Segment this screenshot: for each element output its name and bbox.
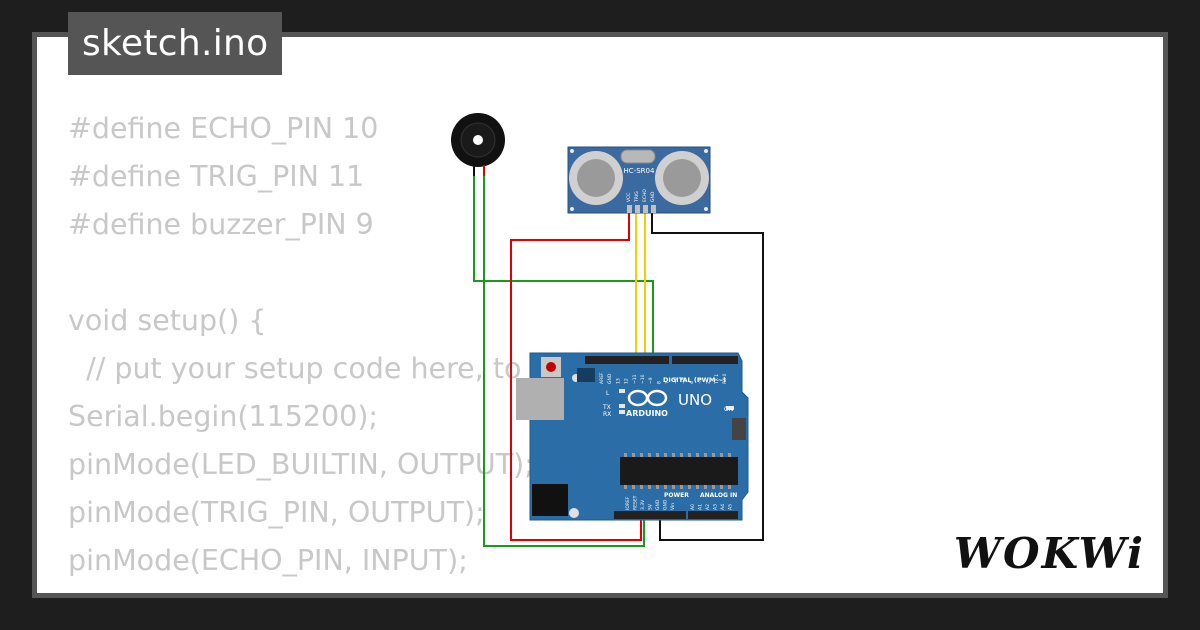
pin-label: RESET — [633, 495, 639, 510]
code-line: pinMode(buzzer_PIN, OUTPUT); — [68, 585, 666, 593]
pin-label: GND — [663, 499, 669, 510]
pin-label: GND — [655, 499, 661, 510]
pin-label: ~11 — [632, 374, 638, 384]
board-brand: ARDUINO — [626, 409, 668, 418]
wire-vcc — [510, 212, 642, 541]
analog-label: ANALOG IN — [700, 492, 737, 499]
file-tab[interactable]: sketch.ino — [68, 12, 283, 75]
pin-label: 12 — [624, 378, 630, 384]
pin-label: 5V — [648, 503, 654, 510]
pin-label: ~10 — [640, 374, 646, 384]
header-top-right — [672, 356, 738, 364]
preview-card: #define ECHO_PIN 10 #define TRIG_PIN 11 #d… — [37, 37, 1163, 593]
pin-label: 3.3V — [640, 499, 646, 510]
pin-label: 13 — [615, 378, 621, 384]
pin-label: A3 — [713, 504, 719, 510]
pin-label: ~9 — [648, 377, 654, 384]
rx-label: RX — [603, 411, 611, 418]
power-jack — [532, 484, 568, 516]
code-line: #define buzzer_PIN 9 — [68, 208, 374, 241]
code-line: #define ECHO_PIN 10 — [68, 112, 379, 145]
arduino-uno[interactable]: ARDUINO UNO DIGITAL (PWM ~) POWER ANALOG… — [516, 352, 749, 521]
ultrasonic-sensor[interactable]: HC-SR04 VCC TRIG ECHO GND — [567, 146, 711, 214]
sensor-pins — [627, 205, 656, 213]
l-label: L — [606, 390, 610, 397]
pin-label: RX 0 — [722, 373, 728, 384]
pin-label: ~3 — [697, 377, 703, 384]
wires — [473, 172, 764, 547]
on-label: ON — [724, 406, 733, 413]
buzzer[interactable] — [451, 113, 505, 176]
pin-label: A5 — [728, 504, 734, 510]
wire-gnd — [651, 212, 764, 541]
pin-label: GND — [607, 373, 613, 384]
pin-label: 4 — [689, 381, 695, 384]
sensor-label: HC-SR04 — [624, 167, 655, 175]
code-line: void setup() { — [68, 304, 267, 337]
wire-buzzer-gnd — [473, 172, 654, 358]
svg-text:ECHO: ECHO — [642, 189, 648, 202]
pin-label: A0 — [690, 504, 696, 510]
pin-label: IOREF — [625, 496, 631, 510]
pin-label: ~5 — [681, 377, 687, 384]
board-model: UNO — [678, 391, 712, 409]
pin-label: AREF — [599, 372, 605, 384]
header-power — [614, 511, 686, 519]
pin-label: 7 — [665, 381, 671, 384]
header-top-left — [585, 356, 669, 364]
arduino-logo-mark — [627, 389, 668, 407]
mcu-chip — [620, 457, 738, 485]
pin-label: A4 — [720, 504, 726, 510]
pin-label: A2 — [705, 504, 711, 510]
pin-label: A1 — [698, 504, 704, 510]
usb-port — [516, 378, 564, 420]
tx-label: TX — [602, 404, 611, 411]
header-analog — [688, 511, 738, 519]
code-view: #define ECHO_PIN 10 #define TRIG_PIN 11 #d… — [68, 105, 666, 593]
digital-label: DIGITAL (PWM ~) — [663, 376, 726, 384]
wire-buzzer-signal — [483, 172, 645, 547]
pin-label: TX 1 — [714, 374, 720, 385]
code-line: pinMode(TRIG_PIN, OUTPUT); — [68, 496, 485, 529]
pin-label: 2 — [706, 381, 712, 384]
wokwi-logo: WOKWi — [953, 529, 1145, 578]
code-line: pinMode(ECHO_PIN, INPUT); — [68, 544, 468, 577]
pin-label: Vin — [670, 503, 676, 510]
pin-label: 8 — [656, 381, 662, 384]
svg-text:VCC: VCC — [626, 193, 632, 202]
sensor-pin-labels: VCC TRIG ECHO GND — [626, 189, 656, 203]
power-label: POWER — [664, 492, 689, 499]
svg-text:GND: GND — [650, 191, 656, 202]
pin-label: ~6 — [673, 377, 679, 384]
code-line: Serial.begin(115200); — [68, 400, 379, 433]
svg-text:TRIG: TRIG — [634, 191, 640, 203]
code-line: #define TRIG_PIN 11 — [68, 160, 365, 193]
